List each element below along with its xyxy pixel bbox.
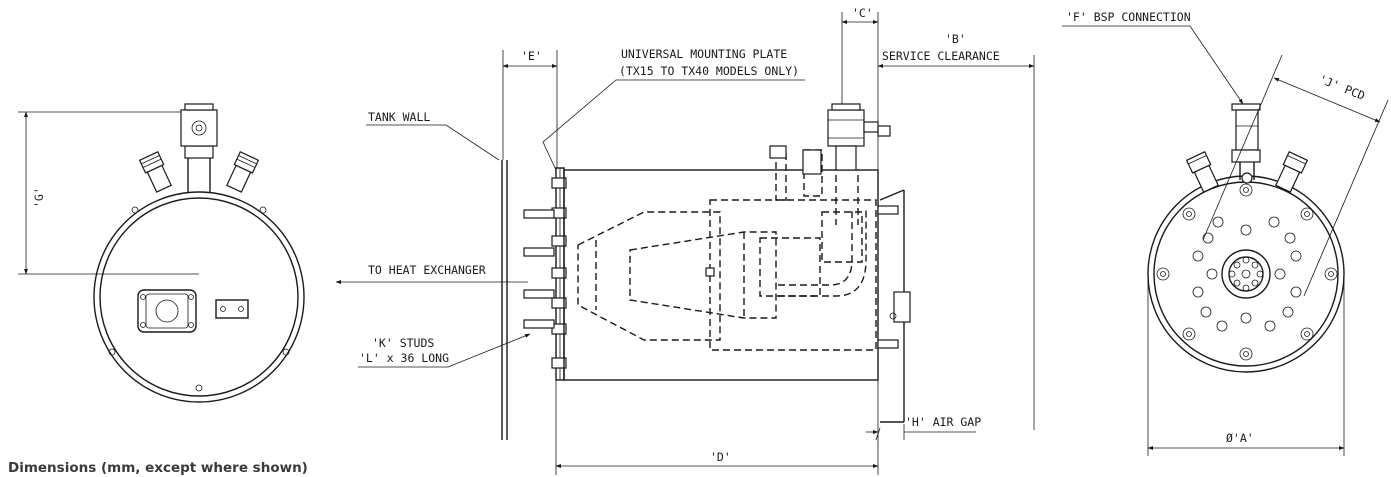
inner-holes [1192,216,1302,332]
dim-d-label: 'D' [710,450,731,464]
dia-a-label: Ø'A' [1226,431,1254,445]
mounting-plate-label-1: UNIVERSAL MOUNTING PLATE [621,47,787,61]
dimensions-caption: Dimensions (mm, except where shown) [8,460,308,476]
k-studs-label: 'K' STUDS [372,336,434,350]
dim-e-label: 'E' [521,49,542,63]
flange-bolts [551,177,567,369]
service-clearance-label: SERVICE CLEARANCE [882,49,1000,63]
top-fittings [769,103,891,175]
dim-g-label: 'G' [32,187,46,208]
h-air-gap-label: 'H' AIR GAP [905,415,981,429]
to-heat-exchanger-label: TO HEAT EXCHANGER [368,263,486,277]
outer-bolts [1156,183,1338,361]
front-end-view: 'G' [18,103,305,403]
j-pcd-label: 'J' PCD [1317,72,1367,103]
rear-end-view: 'F' BSP CONNECTION 'J' PCD Ø'A' [1062,10,1389,456]
dim-b-label: 'B' [945,32,966,46]
tank-wall-label: TANK WALL [368,110,430,124]
l-long-label: 'L' x 36 LONG [359,351,449,365]
side-view: TANK WALL [335,6,1035,475]
studs [523,209,555,329]
f-bsp-label: 'F' BSP CONNECTION [1066,10,1191,24]
mounting-plate-label-2: (TX15 TO TX40 MODELS ONLY) [619,64,799,78]
dim-c-label: 'C' [852,6,873,20]
